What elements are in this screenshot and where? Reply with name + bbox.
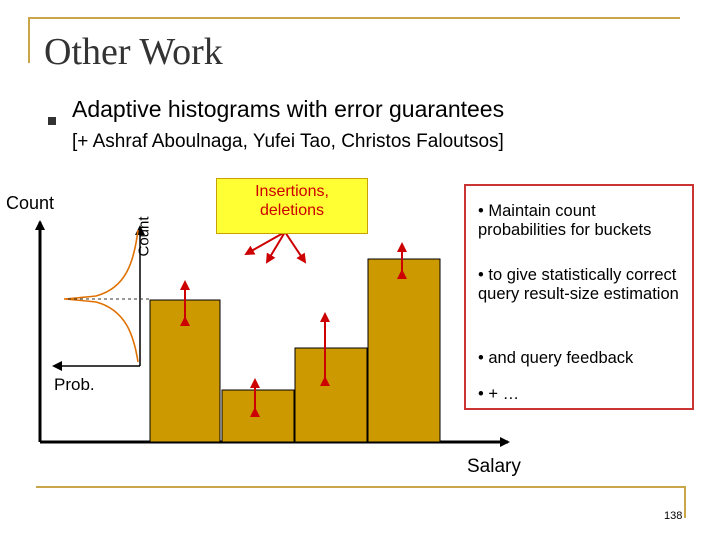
probability-curve — [63, 229, 139, 363]
title-rule-top — [28, 17, 680, 19]
count-label-left: Count — [6, 193, 55, 213]
bucket-2 — [221, 389, 295, 443]
note-more: • + … — [478, 385, 520, 403]
notes-box: • Maintain count probabilities for bucke… — [464, 184, 694, 410]
bullet-marker — [48, 117, 56, 125]
footer-rule-right — [684, 486, 686, 518]
callout-arrow-center — [265, 231, 286, 264]
note-statistical: • to give statistically correct query re… — [478, 266, 679, 303]
callout-arrow-right — [284, 231, 307, 264]
bullet-subtext: [+ Ashraf Aboulnaga, Yufei Tao, Christos… — [72, 131, 504, 152]
bullet-text: Adaptive histograms with error guarantee… — [72, 96, 505, 122]
note-maintain: • Maintain count probabilities for bucke… — [478, 202, 652, 239]
title-rule-left — [28, 17, 30, 63]
salary-label: Salary — [467, 456, 521, 477]
prob-label: Prob. — [54, 375, 95, 394]
callout-arrow-left — [244, 231, 286, 255]
count-label-rotated: Count — [135, 216, 153, 257]
note-feedback: • and query feedback — [478, 349, 634, 367]
slide-title: Other Work — [44, 31, 223, 73]
callout-line-2: deletions — [259, 202, 325, 219]
page-number: 138 — [664, 510, 683, 522]
footer-rule — [36, 486, 686, 488]
bucket-4 — [367, 258, 441, 443]
insertions-callout: Insertions, deletions — [216, 178, 368, 234]
bucket-1 — [149, 299, 221, 443]
callout-line-1: Insertions, — [255, 183, 329, 200]
bucket-3 — [294, 347, 368, 443]
